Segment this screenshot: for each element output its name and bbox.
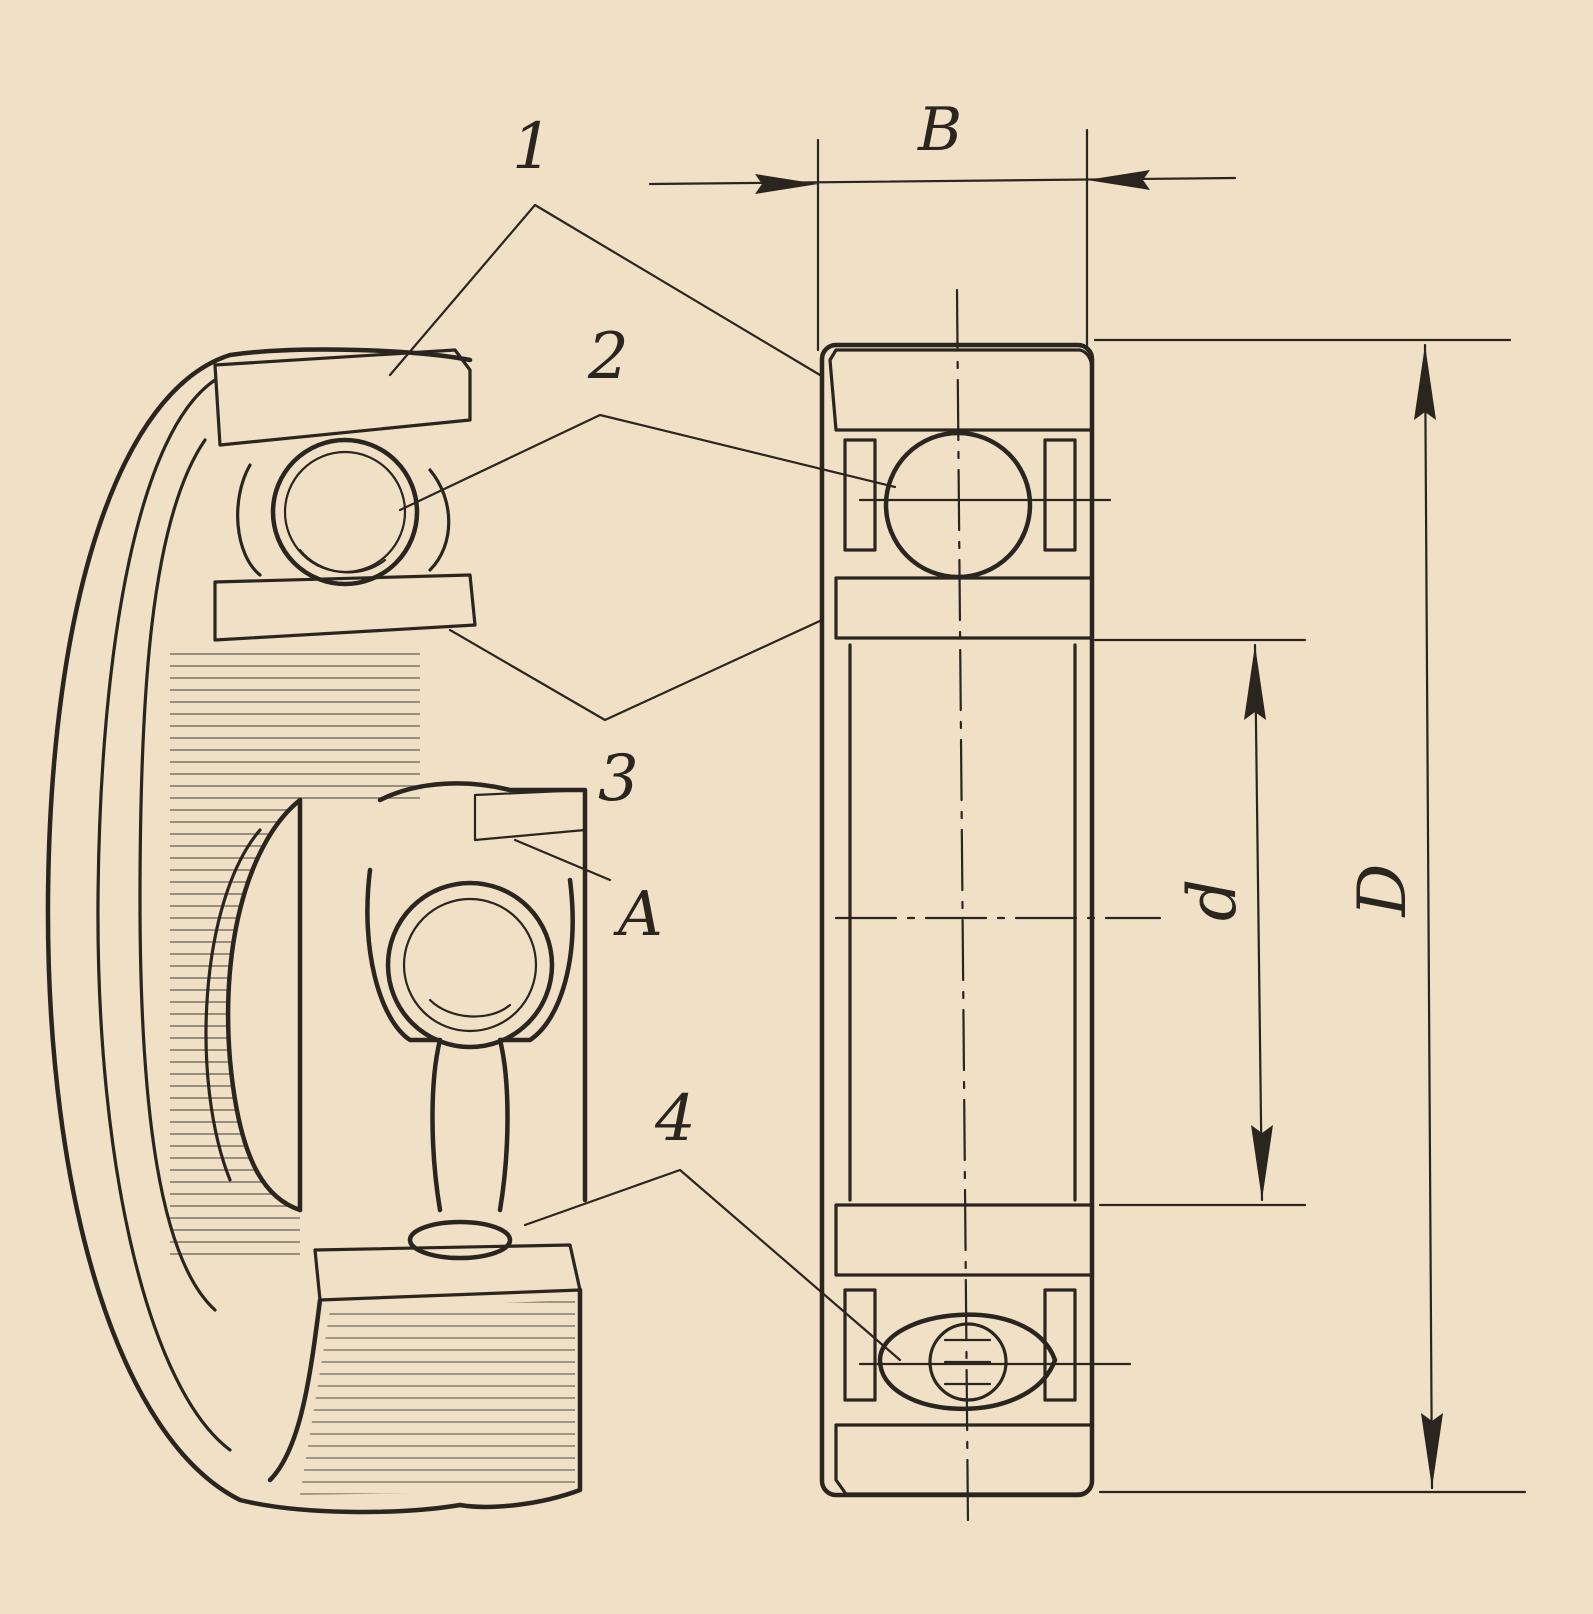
cage-left-lower <box>365 867 443 1213</box>
ball-lower-reflection <box>428 998 512 1018</box>
leader-4 <box>523 1168 902 1362</box>
dim-d-bore-arrow-top <box>1244 645 1266 720</box>
outer-ring-front-shading <box>300 1300 575 1495</box>
leader-2 <box>398 413 897 512</box>
dim-b-arrow-left <box>755 174 818 194</box>
outer-ring-inner-edge <box>96 378 232 1452</box>
dim-b-line <box>648 176 1237 186</box>
label-part-1: 1 <box>512 110 553 184</box>
vertical-center-line <box>955 288 970 1527</box>
dim-d-bore-arrow-bottom <box>1251 1125 1273 1200</box>
inner-ring-bore-curve <box>225 797 303 1213</box>
dim-d-bore-line <box>1253 643 1264 1202</box>
leader-a <box>513 838 612 882</box>
section-ball-bottom <box>877 1312 1058 1412</box>
ball-top <box>270 437 420 587</box>
section-seal-left-top <box>843 438 877 552</box>
outer-ring-section-bottom <box>313 1243 582 1302</box>
cage-right-top <box>428 468 451 572</box>
outer-ring-front-face <box>267 1287 583 1510</box>
outer-ring-outline <box>45 347 473 1515</box>
section-outer-ring-bottom <box>834 1423 1094 1496</box>
section-outer-ring-top <box>828 348 1094 432</box>
leader-1 <box>388 203 822 377</box>
ball-lower-highlight <box>402 897 538 1033</box>
inner-ring-section-top <box>213 573 477 642</box>
ball-bottom <box>407 1219 513 1261</box>
dim-label-width: B <box>917 95 962 165</box>
leader-3 <box>448 618 824 722</box>
section-bearing-view <box>819 288 1162 1527</box>
section-inner-ring-top <box>834 576 1094 640</box>
dim-d-outer-arrow-top <box>1414 345 1436 420</box>
section-seal-right-top <box>1043 438 1077 552</box>
label-detail-a: A <box>613 877 663 950</box>
cutaway-inner-ring-outline <box>377 781 588 1203</box>
section-seal-right-bottom <box>1043 1288 1077 1402</box>
cage-right-lower <box>497 877 575 1213</box>
section-ball-bottom-cage <box>928 1322 1008 1402</box>
dim-d-outer-arrow-bottom <box>1421 1413 1443 1488</box>
dim-label-outer: D <box>1344 864 1421 918</box>
labels: 1 2 3 A 4 B d D <box>512 95 1421 1156</box>
section-seal-left-bottom <box>843 1288 877 1402</box>
cutaway-section-a <box>473 788 587 842</box>
label-part-3: 3 <box>598 742 639 816</box>
dim-d-outer-line <box>1423 343 1434 1490</box>
leader-lines <box>388 203 902 1362</box>
cage-left-top <box>236 463 262 577</box>
bore-shading <box>170 650 420 1260</box>
label-part-4: 4 <box>654 1082 696 1156</box>
dim-b-arrow-right <box>1087 170 1150 190</box>
section-inner-ring-bottom <box>834 1203 1094 1277</box>
ball-lower <box>385 880 555 1050</box>
outer-ring-section-top <box>213 348 472 447</box>
label-part-2: 2 <box>587 320 629 394</box>
bearing-section-outline <box>819 342 1095 1498</box>
ball-top-reflection <box>298 548 387 574</box>
dim-label-bore: d <box>1174 879 1251 921</box>
dimension-lines <box>648 128 1527 1494</box>
isometric-bearing-view <box>45 347 588 1515</box>
